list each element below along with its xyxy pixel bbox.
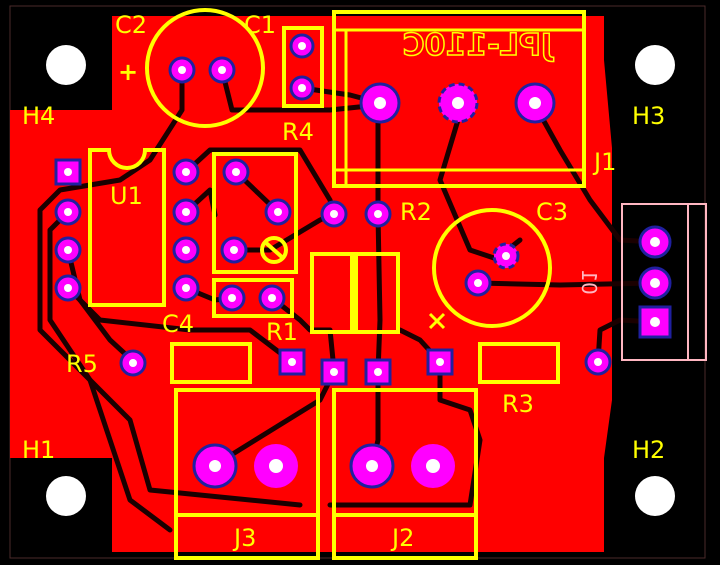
u1-pad-3 [54, 236, 82, 264]
cap-small-pad-1 [218, 284, 246, 312]
j3-outline [174, 388, 320, 560]
r4-pad-3 [220, 236, 248, 264]
r2-pad-bottom-1 [320, 358, 348, 386]
mounting-holes [46, 45, 675, 516]
mounting-hole-h1 [46, 476, 86, 516]
j1-outline [332, 10, 586, 188]
r2-pad-bottom-2 [364, 358, 392, 386]
j2-pad-2 [411, 444, 455, 488]
label-c1: C1 [244, 11, 276, 39]
label-plus: + [118, 58, 138, 86]
cap-small-pad-2 [258, 284, 286, 312]
labels: C2 C1 + H4 H3 U1 R4 R2 C3 J1 C4 R1 R5 R3… [22, 11, 665, 552]
j3-pad-1 [192, 443, 238, 489]
c3-pad-2 [464, 269, 492, 297]
u1-pad-6 [172, 236, 200, 264]
r4-outline [212, 152, 298, 274]
c1-pad-1 [289, 33, 315, 59]
label-bottom: 01 [577, 269, 601, 294]
conn-right-pad-1 [638, 225, 672, 259]
conn-right-pad-3 [638, 305, 672, 339]
x-marker [428, 312, 446, 330]
r1-pad-1 [278, 348, 306, 376]
label-h3: H3 [632, 102, 665, 130]
label-j2: J2 [390, 524, 414, 552]
mounting-hole-h2 [635, 476, 675, 516]
c1-pad-2 [289, 75, 315, 101]
c1-outline [282, 26, 324, 108]
label-h2: H2 [632, 436, 665, 464]
r3-pad-1 [426, 348, 454, 376]
r5-pad [119, 349, 147, 377]
j1-pad-3 [514, 82, 556, 124]
c2-outline [145, 8, 265, 128]
c2-pad-1 [168, 56, 196, 84]
u1-pad-5 [172, 274, 200, 302]
label-c2: C2 [115, 11, 147, 39]
label-u1: U1 [110, 182, 143, 210]
silkscreen [88, 8, 707, 560]
mounting-hole-h4 [46, 45, 86, 85]
j1-pad-1 [359, 82, 401, 124]
pads [54, 33, 672, 489]
mounting-hole-h3 [635, 45, 675, 85]
u1-pad-7 [172, 198, 200, 226]
j3-pad-2 [254, 444, 298, 488]
r4-pad-1 [222, 158, 250, 186]
r2-pad-top-1 [320, 200, 348, 228]
r4-wiper-circle [260, 236, 288, 264]
j2-outline [332, 388, 478, 560]
label-r3: R3 [502, 390, 534, 418]
label-h1: H1 [22, 436, 55, 464]
conn-right-pad-2 [638, 266, 672, 300]
r2-pad-top-2 [364, 200, 392, 228]
label-r5: R5 [66, 350, 98, 378]
r4-wiper-line [263, 240, 285, 260]
r3-pad-2 [584, 348, 612, 376]
u1-pad-1 [54, 158, 82, 186]
label-r2: R2 [400, 198, 432, 226]
r4-pad-2 [264, 198, 292, 226]
r2-right-outline [354, 252, 400, 334]
label-r1: R1 [266, 318, 298, 346]
label-h4: H4 [22, 102, 55, 130]
u1-pad-2 [54, 198, 82, 226]
label-r4: R4 [282, 118, 314, 146]
u1-outline [88, 148, 166, 307]
r2-left-outline [310, 252, 354, 334]
c2-pad-2 [208, 56, 236, 84]
c3-outline [432, 208, 552, 328]
j1-pad-2 [437, 82, 479, 124]
c4-outline [170, 342, 252, 384]
c3-pad-1 [492, 242, 520, 270]
cap-small-outline [212, 278, 294, 318]
j2-pad-1 [349, 443, 395, 489]
label-connector-text: JPL-110C [403, 28, 554, 63]
u1-pad-8 [172, 158, 200, 186]
r3-outline [478, 342, 560, 384]
label-j3: J3 [232, 524, 256, 552]
label-j1: J1 [592, 148, 616, 176]
label-c4: C4 [162, 310, 194, 338]
bottom-connector-outline [621, 203, 707, 361]
u1-pad-4 [54, 274, 82, 302]
label-c3: C3 [536, 198, 568, 226]
